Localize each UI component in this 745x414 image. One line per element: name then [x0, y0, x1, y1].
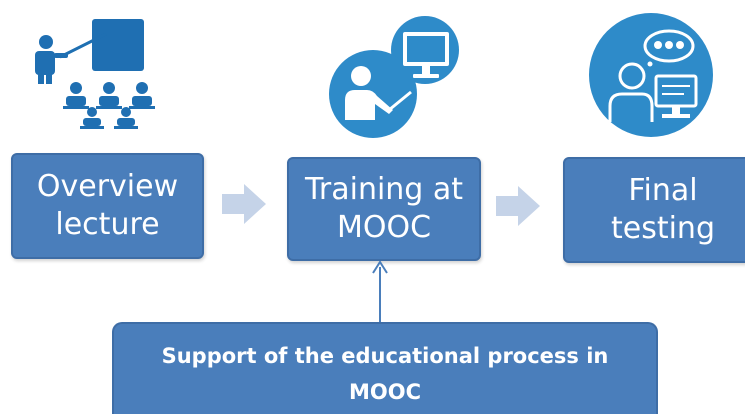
support-process-box: Support of the educational process in MO…	[112, 322, 658, 414]
flow-arrow-2	[496, 186, 540, 226]
flow-arrow-1	[222, 184, 266, 224]
lecture-presentation-icon	[35, 19, 155, 129]
step-training-line1: Training at	[304, 172, 464, 207]
step-training-line2: MOOC	[336, 210, 432, 245]
online-teacher-icon	[329, 16, 459, 138]
support-line1: Support of the educational process in	[161, 344, 609, 368]
step-overview-line1: Overview	[36, 169, 179, 204]
step-final-line2: testing	[610, 211, 715, 246]
step-final-line1: Final	[628, 173, 698, 208]
support-line2: MOOC	[348, 380, 421, 404]
step-training-mooc-box: Training at MOOC	[287, 157, 481, 261]
step-overview-line2: lecture	[55, 207, 160, 242]
support-arrow	[372, 261, 388, 323]
computer-testing-icon	[589, 13, 713, 137]
step-final-testing-box: Final testing	[563, 157, 745, 263]
step-overview-lecture-box: Overview lecture	[11, 153, 204, 259]
